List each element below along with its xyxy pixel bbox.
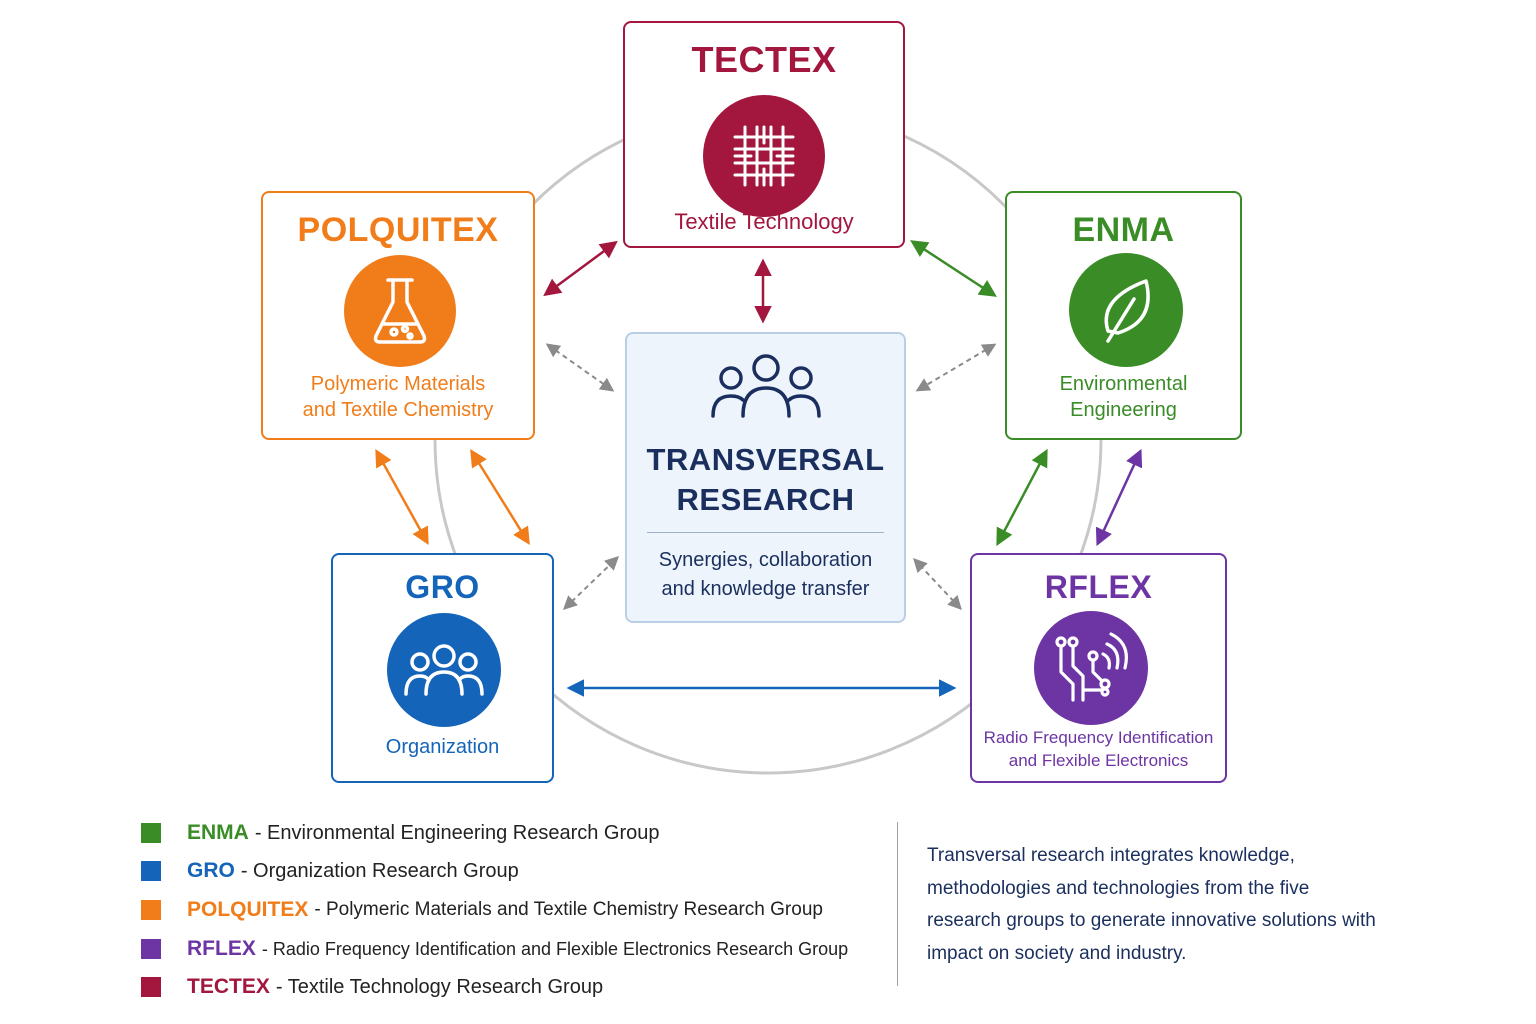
node-transversal-research: TRANSVERSAL RESEARCH Synergies, collabor…	[625, 332, 906, 623]
legend-desc: - Organization Research Group	[240, 859, 519, 882]
node-subtitle: Textile Technology	[674, 209, 854, 234]
node-subtitle: Environmental Engineering	[1015, 371, 1232, 423]
divider	[647, 532, 884, 533]
leaf-icon	[1069, 253, 1183, 367]
node-title: TECTEX	[691, 39, 837, 80]
center-title: TRANSVERSAL RESEARCH	[627, 440, 904, 521]
arrow-tectex-polquitex	[543, 240, 618, 297]
node-gro: GRO Organization	[331, 553, 554, 783]
node-enma: ENMA Environmental Engineering	[1005, 191, 1242, 440]
subtitle-line: Radio Frequency Identification	[983, 728, 1214, 747]
center-title-line: RESEARCH	[676, 482, 855, 518]
node-subtitle: Radio Frequency Identification and Flexi…	[980, 727, 1217, 773]
node-title: GRO	[405, 569, 480, 605]
node-title: RFLEX	[1044, 569, 1153, 605]
legend-swatch	[141, 900, 161, 920]
legend-item-rflex: RFLEX - Radio Frequency Identification a…	[141, 934, 848, 964]
dashed-arrow-gro-center	[562, 556, 620, 610]
legend-desc: - Environmental Engineering Research Gro…	[254, 821, 660, 844]
arrow-enma-rflex-1	[996, 448, 1048, 547]
dashed-arrow-enma-center	[915, 343, 997, 392]
node-polquitex: POLQUITEX Polymeric Materials and Textil…	[261, 191, 535, 440]
legend-code: POLQUITEX	[187, 898, 309, 921]
subtitle-line: and Flexible Electronics	[1008, 750, 1189, 770]
subtitle-line: and Textile Chemistry	[302, 399, 494, 421]
subtitle-line: Environmental	[1059, 373, 1188, 395]
legend-item-gro: GRO - Organization Research Group	[141, 856, 519, 886]
legend-desc: - Radio Frequency Identification and Fle…	[261, 938, 849, 959]
legend-item-tectex: TECTEX - Textile Technology Research Gro…	[141, 972, 603, 1002]
node-title: POLQUITEX	[297, 211, 499, 249]
node-subtitle: Polymeric Materials and Textile Chemistr…	[271, 371, 525, 423]
node-tectex: TECTEX Textile Technology	[623, 21, 905, 248]
legend-code: GRO	[187, 859, 235, 882]
arrow-tectex-enma	[910, 240, 997, 297]
rfid-circuit-icon	[1034, 611, 1148, 725]
flask-icon	[344, 255, 456, 367]
node-rflex: RFLEX Radio Frequency Identification and…	[970, 553, 1227, 783]
legend-code: TECTEX	[187, 975, 270, 998]
legend-code: RFLEX	[187, 937, 256, 960]
node-subtitle: Organization	[385, 736, 500, 758]
legend-desc: - Textile Technology Research Group	[275, 975, 604, 998]
legend-desc: - Polymeric Materials and Textile Chemis…	[314, 899, 823, 920]
legend-code: ENMA	[187, 821, 249, 844]
subtitle-line: Engineering	[1070, 399, 1177, 421]
legend-swatch	[141, 939, 161, 959]
dashed-arrow-polquitex-center	[545, 343, 615, 392]
node-title: ENMA	[1072, 211, 1175, 249]
arrow-polquitex-gro-1	[375, 448, 429, 546]
textile-grid-icon	[703, 95, 825, 217]
people-icon	[387, 613, 501, 727]
subtitle-line: Polymeric Materials	[310, 373, 486, 395]
people-icon	[709, 352, 823, 427]
center-subtitle-line: and knowledge transfer	[661, 578, 870, 600]
dashed-arrow-rflex-center	[913, 557, 962, 611]
center-subtitle: Synergies, collaboration and knowledge t…	[637, 546, 894, 604]
legend-swatch	[141, 977, 161, 997]
center-subtitle-line: Synergies, collaboration	[658, 549, 873, 571]
arrow-polquitex-gro-2	[470, 449, 530, 545]
legend-swatch	[141, 823, 161, 843]
legend-item-enma: ENMA - Environmental Engineering Researc…	[141, 818, 660, 848]
legend-divider	[897, 822, 898, 986]
legend-swatch	[141, 861, 161, 881]
center-title-line: TRANSVERSAL	[646, 442, 885, 477]
legend-item-polquitex: POLQUITEX - Polymeric Materials and Text…	[141, 895, 823, 925]
summary-text: Transversal research integrates knowledg…	[927, 845, 1376, 965]
arrow-enma-rflex-2	[1095, 448, 1143, 547]
